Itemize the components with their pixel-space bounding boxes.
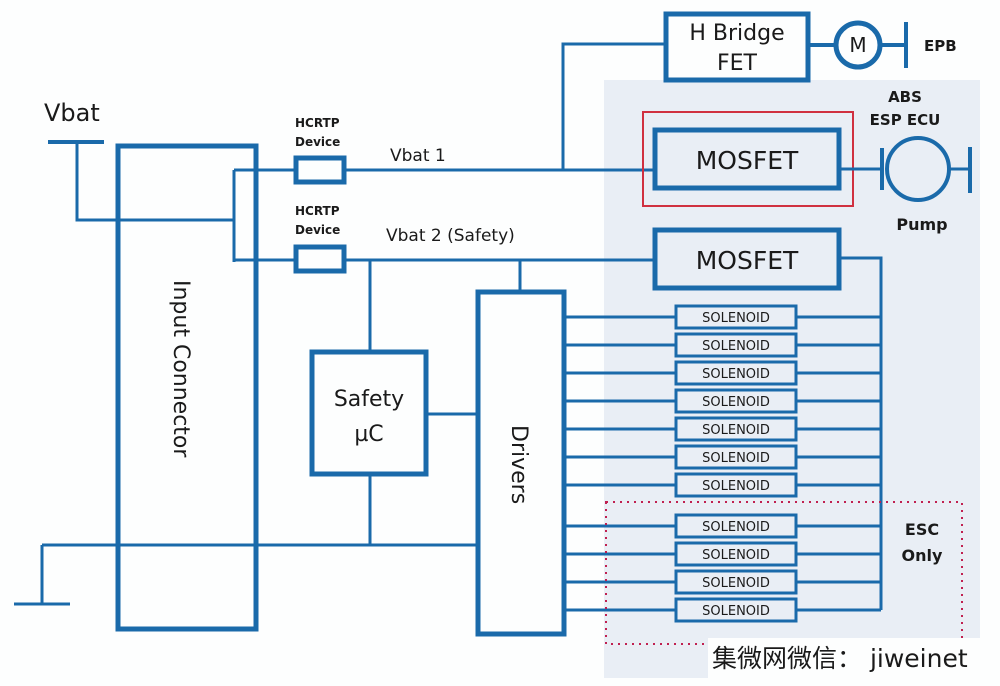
esp-ecu-label: ESP ECU: [870, 111, 941, 129]
solenoid-label: SOLENOID: [702, 395, 770, 410]
watermark: 集微网微信： jiweinet: [712, 644, 968, 673]
epb-label: EPB: [924, 37, 957, 55]
solenoid-box: [674, 597, 798, 623]
solenoid-box: [674, 569, 798, 595]
solenoid-return-bus: [839, 256, 883, 610]
vbat-wire: [75, 142, 234, 222]
solenoid-box: [674, 513, 798, 539]
hbridge-wire: [561, 42, 666, 170]
solenoid-label: SOLENOID: [702, 367, 770, 382]
drivers-label: Drivers: [506, 425, 531, 504]
ecu-panel: [604, 80, 980, 678]
solenoid-label: SOLENOID: [702, 479, 770, 494]
mosfet-1-box: [652, 127, 842, 191]
solenoid-box: [674, 416, 798, 442]
solenoid-label: SOLENOID: [702, 451, 770, 466]
highlight-box: [642, 111, 854, 207]
esc-label: ESC: [905, 520, 939, 539]
mosfet-2-label: MOSFET: [696, 246, 799, 275]
solenoid-box: [674, 332, 798, 358]
solenoid-box: [674, 304, 798, 330]
esc-only-region: [605, 501, 963, 645]
solenoid-box: [674, 388, 798, 414]
hcrtp-1-label: HCRTP: [295, 116, 340, 130]
solenoid-label: SOLENOID: [702, 548, 770, 563]
hcrtp-1-device-label: Device: [295, 135, 340, 149]
solenoid-label: SOLENOID: [702, 311, 770, 326]
solenoid-box: [674, 360, 798, 386]
abs-label: ABS: [888, 88, 922, 106]
safety-label-1: Safety: [334, 387, 404, 412]
safety-uc-box: [309, 349, 429, 477]
solenoid-label: SOLENOID: [702, 576, 770, 591]
hbridge-label-2: FET: [717, 51, 758, 76]
vbat2-label: Vbat 2 (Safety): [386, 226, 515, 246]
input-connector-label: Input Connector: [168, 280, 193, 458]
drivers-box: [475, 289, 567, 637]
motor-label: M: [849, 33, 866, 57]
solenoid-box: [674, 541, 798, 567]
hcrtp-2-label: HCRTP: [295, 204, 340, 218]
vbat-label: Vbat: [44, 99, 100, 127]
solenoid-label: SOLENOID: [702, 339, 770, 354]
mosfet-1-label: MOSFET: [696, 146, 799, 175]
pump-label: Pump: [896, 215, 947, 234]
input-connector-box: [115, 143, 259, 632]
solenoid-box: [674, 472, 798, 498]
solenoid-label: SOLENOID: [702, 604, 770, 619]
hcrtp-device-2: [293, 244, 347, 274]
solenoid-box: [674, 444, 798, 470]
watermark-bg: [708, 638, 996, 678]
hbridge-label-1: H Bridge: [689, 21, 784, 46]
solenoid-label: SOLENOID: [702, 423, 770, 438]
solenoid-label: SOLENOID: [702, 520, 770, 535]
vbat1-label: Vbat 1: [390, 146, 446, 166]
hcrtp-2-device-label: Device: [295, 223, 340, 237]
safety-label-2: µC: [354, 422, 383, 447]
esc-only-label: Only: [902, 546, 943, 565]
hcrtp-device-1: [293, 155, 347, 185]
solenoid-group: SOLENOID SOLENOID SOLENOID SOLENOID SOLENOID…: [564, 304, 881, 623]
